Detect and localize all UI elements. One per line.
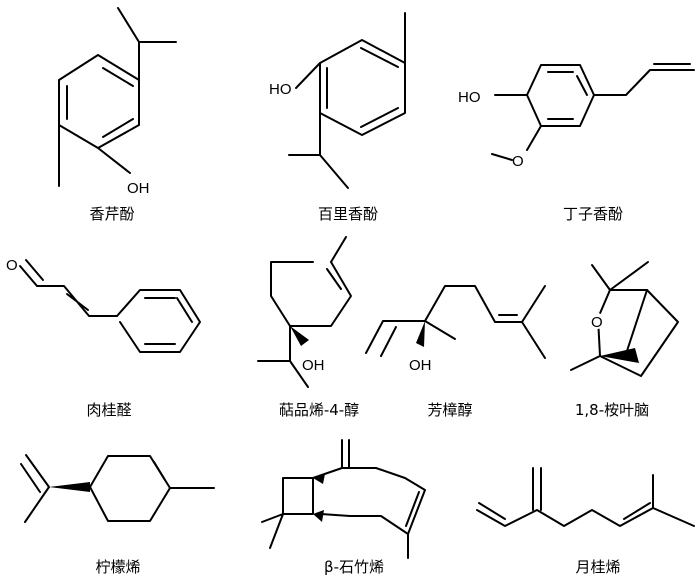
stereo-wedge xyxy=(416,321,425,347)
structure-1-8-cineole: O 1,8-桉叶脑 xyxy=(570,261,679,419)
compound-name-terpinen-4-ol: 萜品烯-4-醇 xyxy=(279,401,359,419)
structure-cinnamaldehyde: O 肉桂醛 xyxy=(6,257,201,419)
atom-label: HO xyxy=(269,81,292,98)
compound-name-1-8-cineole: 1,8-桉叶脑 xyxy=(575,401,649,419)
compound-name-eugenol: 丁子香酚 xyxy=(563,205,623,223)
compound-name-cinnamaldehyde: 肉桂醛 xyxy=(86,401,131,419)
structure-myrcene: 月桂烯 xyxy=(476,467,695,576)
structure-thymol: HO 百里香酚 xyxy=(269,12,406,223)
stereo-wedge xyxy=(313,474,325,484)
atom-label: OH xyxy=(302,357,325,374)
compound-name-thymol: 百里香酚 xyxy=(318,205,378,223)
stereo-wedge xyxy=(290,326,309,346)
compound-name-carvacrol: 香芹酚 xyxy=(89,205,134,223)
structure-linalool: OH 芳樟醇 xyxy=(365,285,546,419)
structure-terpinen-4-ol: OH 萜品烯-4-醇 xyxy=(257,236,359,419)
stereo-wedge xyxy=(49,482,90,492)
atom-label: HO xyxy=(458,89,481,106)
stereo-wedge xyxy=(600,348,639,363)
structure-carvacrol: OH 香芹酚 xyxy=(58,7,177,223)
atom-label: O xyxy=(591,314,603,331)
stereo-wedge xyxy=(313,510,324,522)
atom-label: OH xyxy=(127,180,150,197)
atom-label: OH xyxy=(409,357,432,374)
structure-limonene: 柠檬烯 xyxy=(20,454,215,576)
oxygen-background xyxy=(589,313,605,329)
atom-label: O xyxy=(512,153,524,170)
compound-name-limonene: 柠檬烯 xyxy=(95,558,140,576)
structure-beta-caryophyllene: β-石竹烯 xyxy=(261,439,426,576)
structure-eugenol: HO O 丁子香酚 xyxy=(458,63,695,223)
compound-name-linalool: 芳樟醇 xyxy=(427,401,472,419)
compound-name-beta-caryophyllene: β-石竹烯 xyxy=(324,558,384,576)
atom-label: O xyxy=(6,257,18,274)
compound-name-myrcene: 月桂烯 xyxy=(575,558,620,576)
